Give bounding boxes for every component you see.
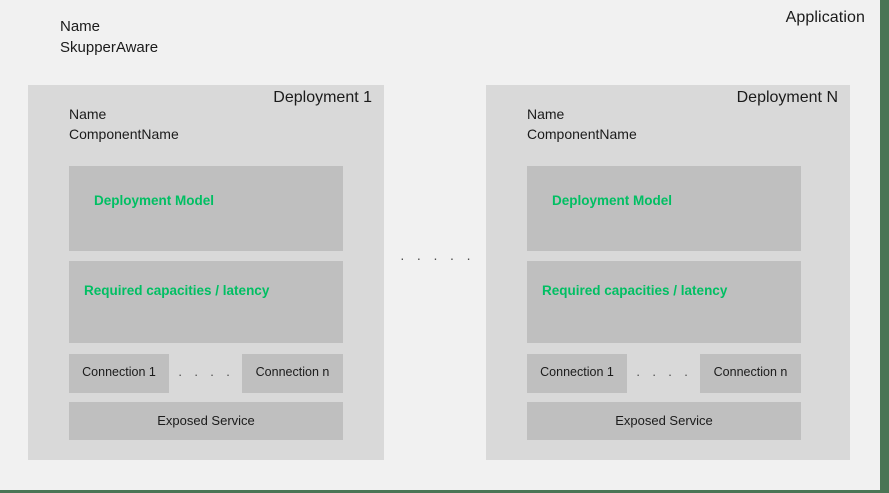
- deployments-ellipsis: · · · · ·: [400, 250, 475, 266]
- deployment-model-block: Deployment Model: [69, 166, 343, 251]
- deployment-model-label: Deployment Model: [94, 193, 215, 208]
- deployment-model-block: Deployment Model: [527, 166, 801, 251]
- exposed-service-label: Exposed Service: [615, 413, 713, 428]
- deployment-title: Deployment N: [736, 89, 838, 106]
- required-capacities-label: Required capacities / latency: [84, 283, 270, 298]
- exposed-service-label: Exposed Service: [157, 413, 255, 428]
- frame-right-edge: [880, 0, 889, 493]
- required-capacities-block: Required capacities / latency: [69, 261, 343, 343]
- deployment-name-label: Name: [527, 106, 565, 122]
- deployment-name-label: Name: [69, 106, 107, 122]
- deployment-name-value: ComponentName: [69, 126, 179, 142]
- application-name-value: SkupperAware: [60, 39, 159, 56]
- connection-first-box: Connection 1: [527, 354, 627, 393]
- deployment-panel: Deployment 1 Name ComponentName Deployme…: [28, 85, 384, 460]
- connection-last-label: Connection n: [255, 365, 330, 379]
- application-name-label: Name: [60, 18, 101, 35]
- connections-ellipsis: · · · · ·: [178, 367, 251, 382]
- application-title: Application: [785, 9, 865, 26]
- deployment-panel: Deployment N Name ComponentName Deployme…: [486, 85, 850, 460]
- required-capacities-label: Required capacities / latency: [542, 283, 728, 298]
- frame-bottom-edge: [0, 490, 889, 493]
- connection-first-label: Connection 1: [82, 365, 156, 379]
- exposed-service-block: Exposed Service: [527, 402, 801, 440]
- connection-last-box: Connection n: [700, 354, 801, 393]
- connection-first-label: Connection 1: [540, 365, 614, 379]
- exposed-service-block: Exposed Service: [69, 402, 343, 440]
- connection-first-box: Connection 1: [69, 354, 169, 393]
- required-capacities-block: Required capacities / latency: [527, 261, 801, 343]
- connections-ellipsis: · · · · ·: [636, 367, 709, 382]
- connection-last-label: Connection n: [713, 365, 788, 379]
- deployment-name-value: ComponentName: [527, 126, 637, 142]
- connection-last-box: Connection n: [242, 354, 343, 393]
- deployment-model-label: Deployment Model: [552, 193, 673, 208]
- deployment-title: Deployment 1: [273, 89, 372, 106]
